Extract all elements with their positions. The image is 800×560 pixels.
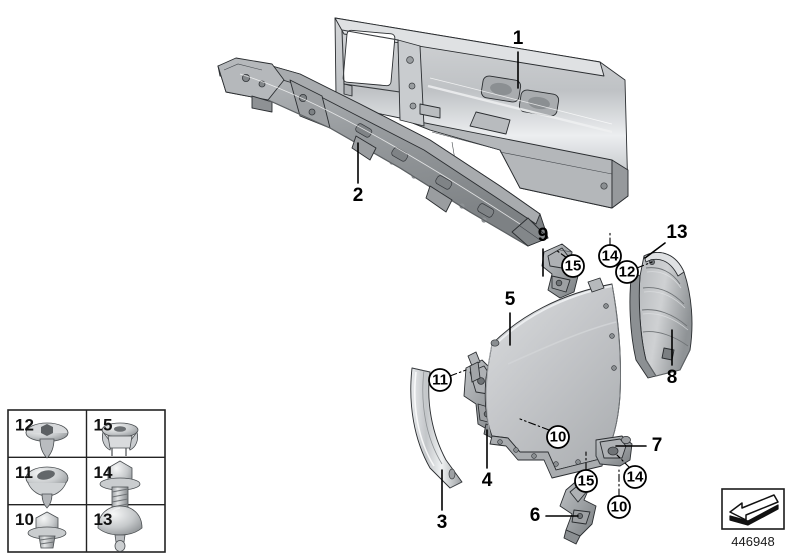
fastener-leader-11 bbox=[449, 369, 467, 377]
svg-text:15: 15 bbox=[578, 472, 595, 489]
fastener-callout-14: 14 bbox=[598, 244, 622, 268]
plain-leader-lines bbox=[357, 51, 673, 517]
fastener-leader-10 bbox=[519, 418, 550, 431]
legend-label-15: 15 bbox=[94, 415, 113, 434]
legend-icon-winged-expansion-rivet bbox=[101, 422, 139, 456]
callout-5: 5 bbox=[505, 289, 516, 310]
part-wheel-arch-liner bbox=[629, 252, 693, 379]
part-lower-rail-beam bbox=[217, 57, 549, 247]
part-upper-cross-member bbox=[334, 17, 629, 209]
callout-2: 2 bbox=[353, 185, 364, 206]
diagram-id-label: 446948 bbox=[731, 534, 774, 549]
part-curved-trim-strip bbox=[410, 367, 463, 489]
legend-icon-hex-flange-screw bbox=[27, 511, 67, 549]
fastener-callout-12: 12 bbox=[615, 260, 639, 284]
callout-6: 6 bbox=[530, 505, 541, 526]
legend-icon-torx-pan-head-clip bbox=[25, 422, 69, 459]
legend-label-13: 13 bbox=[94, 510, 113, 529]
fastener-callout-10: 10 bbox=[607, 495, 631, 519]
callout-3: 3 bbox=[437, 512, 448, 533]
legend-label-14: 14 bbox=[94, 463, 113, 482]
fastener-leader-12 bbox=[636, 261, 653, 269]
callout-7: 7 bbox=[652, 435, 663, 456]
fastener-callout-15: 15 bbox=[561, 254, 585, 278]
svg-text:10: 10 bbox=[611, 498, 628, 515]
fastener-leader-15 bbox=[555, 249, 568, 259]
svg-text:15: 15 bbox=[565, 257, 582, 274]
legend-icon-oval-slotted-clip bbox=[25, 466, 69, 509]
svg-text:14: 14 bbox=[627, 468, 644, 485]
part-small-clip-bracket bbox=[595, 435, 633, 467]
legend-dividers bbox=[8, 410, 165, 552]
callout-13: 13 bbox=[666, 222, 687, 243]
legend-label-11: 11 bbox=[15, 463, 33, 482]
fastener-callout-15: 15 bbox=[574, 469, 598, 493]
svg-text:14: 14 bbox=[602, 247, 619, 264]
callout-4: 4 bbox=[482, 470, 493, 491]
fastener-leader-14 bbox=[616, 454, 631, 469]
fastener-leader-lines bbox=[449, 231, 653, 497]
callout-9: 9 bbox=[538, 225, 549, 246]
part-fender-quarter-panel bbox=[484, 277, 622, 479]
legend-icon-dome-head-rivet bbox=[97, 505, 143, 552]
leader-line-13 bbox=[644, 242, 666, 259]
svg-text:11: 11 bbox=[432, 371, 448, 388]
fastener-callout-10: 10 bbox=[546, 425, 570, 449]
fastener-callout-11: 11 bbox=[428, 368, 452, 392]
callout-8: 8 bbox=[667, 367, 678, 388]
svg-text:10: 10 bbox=[550, 428, 567, 445]
legend-labels: 12 15 11 14 10 13 bbox=[15, 415, 113, 529]
svg-text:12: 12 bbox=[619, 263, 636, 280]
legend-label-10: 10 bbox=[15, 510, 34, 529]
legend-label-12: 12 bbox=[15, 415, 34, 434]
direction-arrow-icon bbox=[729, 494, 779, 526]
callout-1: 1 bbox=[513, 28, 524, 49]
fastener-callout-14: 14 bbox=[623, 465, 647, 489]
